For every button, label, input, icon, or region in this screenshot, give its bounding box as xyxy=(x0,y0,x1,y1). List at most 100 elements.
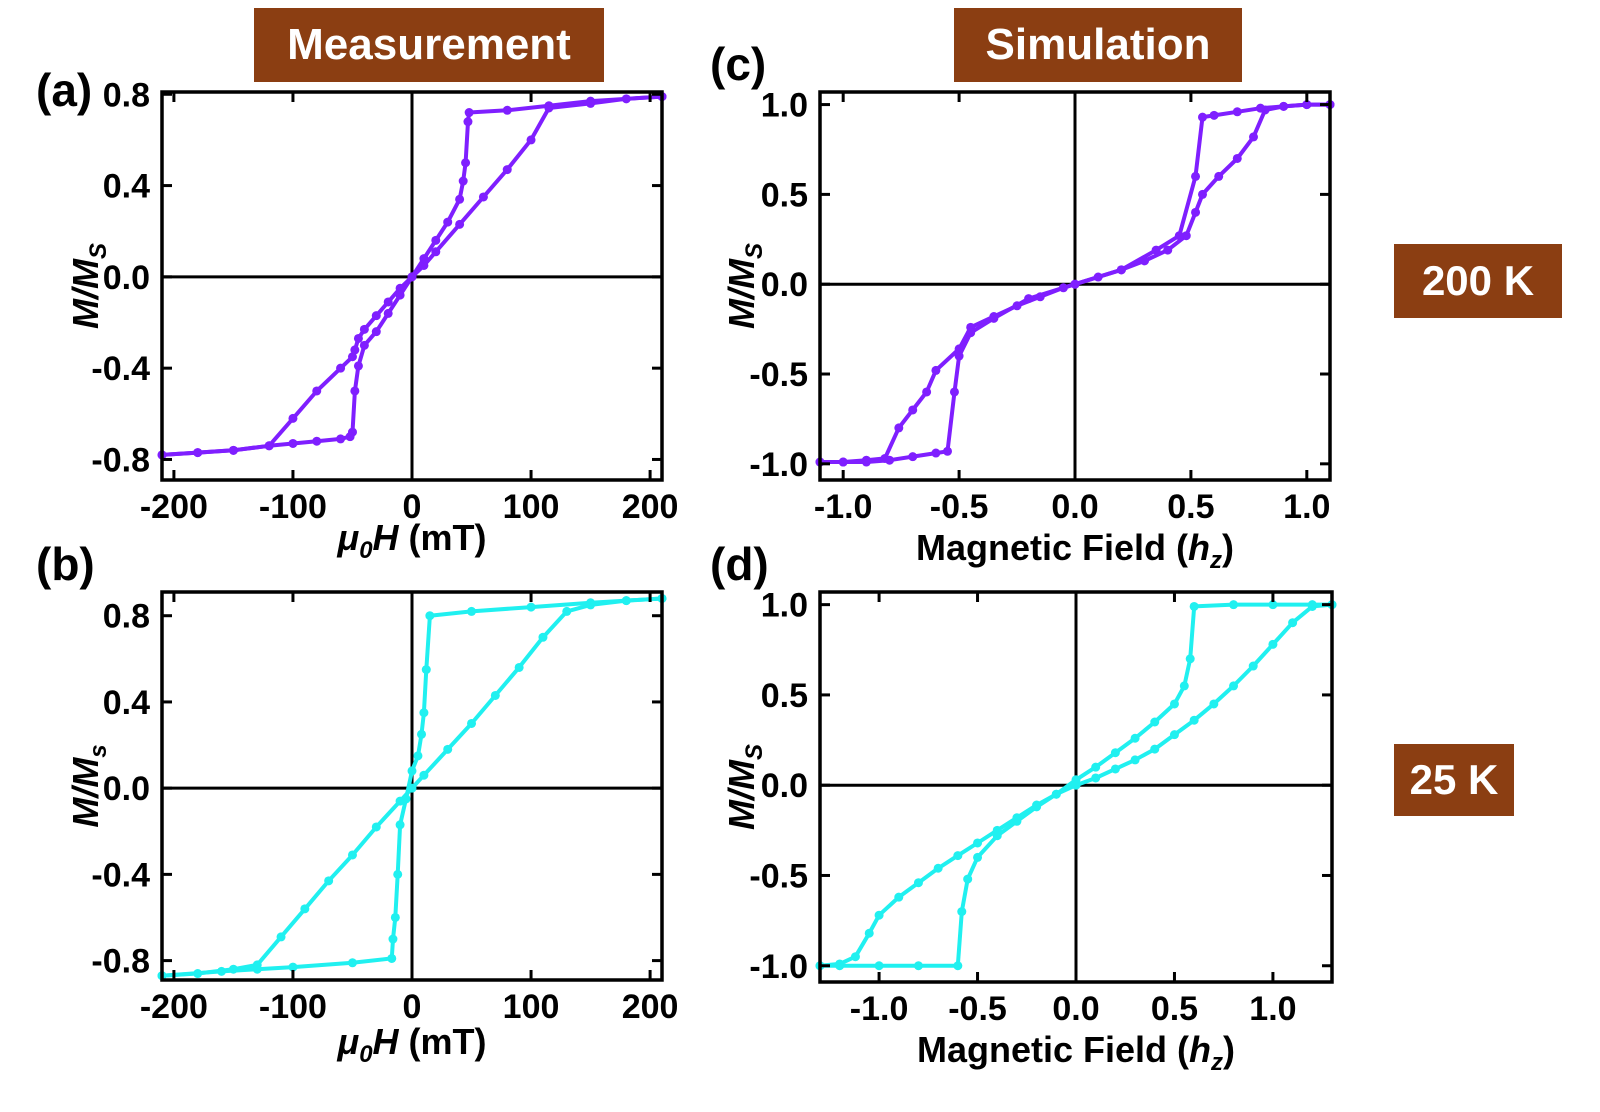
y-tick-label: 0.0 xyxy=(761,767,808,805)
y-tick-label: -1.0 xyxy=(749,446,808,484)
data-point xyxy=(467,606,477,616)
data-point xyxy=(1191,207,1201,217)
data-point xyxy=(954,351,964,361)
data-point xyxy=(1189,601,1199,611)
data-point xyxy=(1232,107,1242,117)
data-point xyxy=(1150,744,1160,754)
data-point xyxy=(931,365,941,375)
data-point xyxy=(922,387,932,397)
data-point xyxy=(943,446,952,456)
x-tick-label: -0.5 xyxy=(948,990,1007,1028)
data-point xyxy=(989,313,999,323)
data-point xyxy=(371,822,381,832)
data-point xyxy=(1232,153,1242,163)
series-line-1 xyxy=(819,602,1333,968)
y-axis-label: M/MS xyxy=(65,243,112,329)
data-point xyxy=(1255,103,1265,113)
data-point xyxy=(350,386,360,396)
data-point xyxy=(312,436,322,446)
data-point xyxy=(387,953,397,963)
data-point xyxy=(478,192,488,202)
data-point xyxy=(1051,789,1061,799)
data-point xyxy=(347,850,357,860)
data-point xyxy=(502,105,512,115)
data-point xyxy=(1198,189,1207,199)
x-tick-label: -100 xyxy=(259,988,327,1026)
data-point xyxy=(850,952,860,962)
data-point xyxy=(458,176,468,186)
x-tick-label: -1.0 xyxy=(850,990,909,1028)
data-point xyxy=(586,598,596,608)
data-point xyxy=(1163,245,1173,255)
data-point xyxy=(894,423,904,433)
x-tick-label: -100 xyxy=(259,488,327,526)
data-point xyxy=(490,690,500,700)
data-point xyxy=(1071,775,1081,785)
x-tick-label: 100 xyxy=(503,488,560,526)
data-point xyxy=(874,961,884,971)
data-point xyxy=(621,596,631,606)
data-point xyxy=(353,333,363,343)
data-point xyxy=(419,708,429,718)
data-point xyxy=(1209,699,1219,709)
data-point xyxy=(1279,101,1289,111)
data-point xyxy=(1116,265,1126,275)
y-tick-label: -0.8 xyxy=(91,943,150,981)
temperature-text-200k: 200 K xyxy=(1421,257,1535,304)
y-tick-label: 0.4 xyxy=(103,168,150,206)
data-point xyxy=(1214,171,1224,181)
data-point xyxy=(395,820,405,830)
data-point xyxy=(353,361,363,371)
y-tick-label: -0.5 xyxy=(749,356,808,394)
data-point xyxy=(931,448,941,458)
data-point xyxy=(1288,618,1298,628)
data-point xyxy=(390,912,400,922)
data-point xyxy=(252,964,262,974)
data-point xyxy=(461,158,471,168)
data-point xyxy=(395,290,405,300)
data-point xyxy=(347,352,357,362)
x-tick-label: -1.0 xyxy=(814,488,873,526)
y-tick-label: 0.0 xyxy=(103,259,150,297)
data-point xyxy=(443,744,453,754)
series-line-2 xyxy=(161,596,663,978)
data-point xyxy=(1268,639,1278,649)
data-point xyxy=(544,101,554,111)
data-point xyxy=(1302,100,1312,110)
y-axis-label: M/Ms xyxy=(65,744,112,827)
data-point xyxy=(359,340,369,350)
data-point xyxy=(419,254,429,264)
data-point xyxy=(1169,730,1179,740)
data-point xyxy=(1110,748,1120,758)
data-point xyxy=(383,297,393,307)
x-axis-label: Magnetic Field (hz) xyxy=(916,527,1234,574)
data-point xyxy=(963,874,973,884)
x-tick-label: 1.0 xyxy=(1249,990,1296,1028)
data-point xyxy=(1189,715,1199,725)
y-tick-label: -1.0 xyxy=(749,948,808,986)
data-point xyxy=(953,961,963,971)
data-point xyxy=(1209,110,1219,120)
panel-label-b: (b) xyxy=(36,538,95,590)
data-point xyxy=(953,851,963,861)
data-point xyxy=(894,892,904,902)
data-point xyxy=(973,852,983,862)
panel-label-c: (c) xyxy=(710,38,766,90)
y-tick-label: 0.5 xyxy=(761,176,808,214)
data-point xyxy=(455,219,465,229)
data-point xyxy=(431,235,441,245)
data-point xyxy=(288,962,298,972)
x-axis-label: Magnetic Field (hz) xyxy=(917,1029,1235,1076)
y-tick-label: 0.4 xyxy=(103,684,150,722)
data-point xyxy=(407,766,417,776)
data-point xyxy=(502,165,512,175)
data-point xyxy=(455,194,465,204)
data-point xyxy=(838,457,848,467)
series-line-2 xyxy=(161,94,663,457)
data-point xyxy=(538,632,548,642)
data-point xyxy=(861,457,871,467)
y-tick-label: 1.0 xyxy=(761,587,808,625)
